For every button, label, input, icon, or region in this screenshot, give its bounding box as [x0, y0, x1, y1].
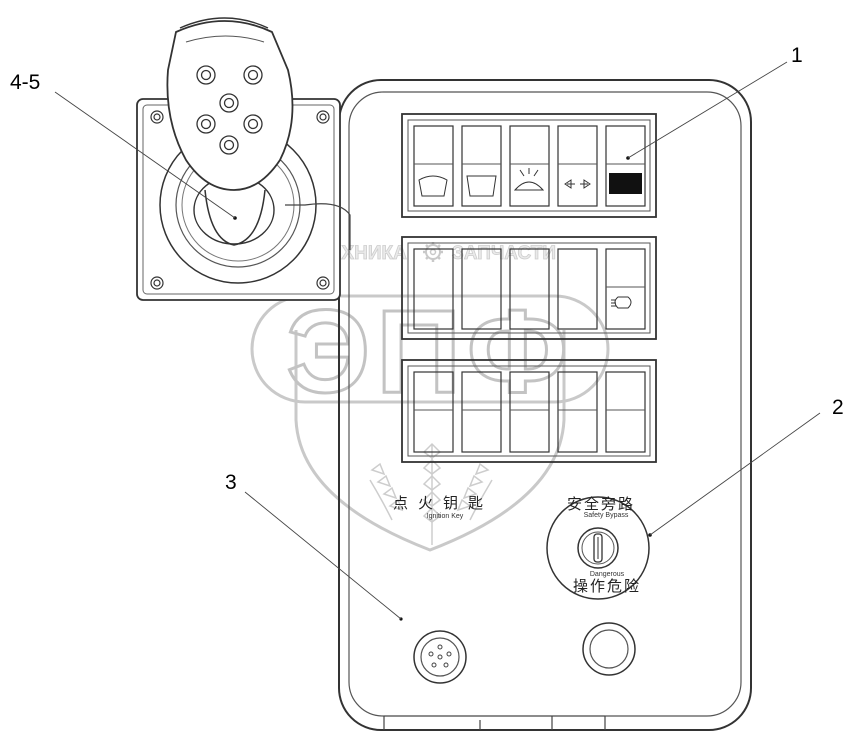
- rocker-switch-1[interactable]: [413, 125, 454, 207]
- rocker-switch-14[interactable]: [557, 371, 598, 453]
- leader-4-5: [54, 91, 236, 219]
- rocker-switch-8[interactable]: [509, 248, 550, 330]
- rocker-switch-2[interactable]: [461, 125, 502, 207]
- rocker-switch-3[interactable]: [509, 125, 550, 207]
- callout-label-3: 3: [225, 471, 237, 494]
- watermark-word-right: ЗАПЧАСТИ: [452, 243, 556, 264]
- joystick-button-4[interactable]: [196, 114, 216, 134]
- joystick-handle[interactable]: [166, 17, 294, 191]
- ignition-key-subtext: Ignition Key: [427, 513, 464, 520]
- safety-bypass-text: 安全旁路: [567, 495, 635, 513]
- rocker-switch-4[interactable]: [557, 125, 598, 207]
- dangerous-subtext: Dangerous: [590, 571, 625, 578]
- leader-2: [649, 412, 821, 536]
- washer-icon: [513, 168, 545, 191]
- callout-label-4-5: 4-5: [10, 71, 40, 94]
- rocker-switch-7[interactable]: [461, 248, 502, 330]
- rocker-switch-15[interactable]: [605, 371, 646, 453]
- ignition-key-label: 点火钥匙 Ignition Key: [393, 494, 493, 520]
- ignition-key-text: 点火钥匙: [393, 494, 493, 512]
- rocker-switch-5[interactable]: [605, 125, 646, 207]
- rocker-switch-12[interactable]: [461, 371, 502, 453]
- watermark-shield: [294, 330, 566, 552]
- rocker-switch-9[interactable]: [557, 248, 598, 330]
- headlight-icon: [611, 296, 632, 309]
- gear-icon: [423, 242, 443, 262]
- safety-bypass-subtext: Safety Bypass: [584, 512, 629, 519]
- dangerous-operation-text: 操作危险: [573, 577, 641, 595]
- windshield-wiper-icon: [418, 175, 448, 197]
- switch-bank-3: [401, 359, 657, 463]
- joystick-button-1[interactable]: [196, 65, 216, 85]
- joystick-buttons[interactable]: [196, 65, 263, 155]
- console-body: [338, 79, 752, 731]
- watermark-band: [250, 294, 610, 404]
- callout-leaders: [54, 61, 821, 620]
- connector-pins: [428, 644, 452, 668]
- rocker-switch-6[interactable]: [413, 248, 454, 330]
- mount-screws: [150, 110, 330, 290]
- round-connector[interactable]: [399, 617, 467, 684]
- rocker-switch-10[interactable]: [605, 248, 646, 330]
- switch-bank-2: [401, 236, 657, 340]
- leader-1: [627, 61, 788, 159]
- rocker-switch-11[interactable]: [413, 371, 454, 453]
- rear-window-icon: [466, 175, 497, 197]
- joystick-button-6[interactable]: [219, 135, 239, 155]
- watermark-big-text: ЭПФ: [286, 286, 573, 418]
- key-slot: [593, 533, 603, 563]
- watermark: ЭПФ ТЕХНИКА ЗАПЧАСТИ: [250, 242, 610, 552]
- joystick-button-5[interactable]: [243, 114, 263, 134]
- round-plug[interactable]: [582, 622, 636, 676]
- joystick-assembly: [136, 17, 351, 301]
- joystick-button-2[interactable]: [243, 65, 263, 85]
- joystick-button-3[interactable]: [219, 93, 239, 113]
- callout-label-1: 1: [791, 44, 803, 67]
- rocker-switch-13[interactable]: [509, 371, 550, 453]
- turn-signal-icon: [564, 179, 591, 189]
- switch-bank-1: [401, 113, 657, 218]
- safety-bypass-key-switch[interactable]: 安全旁路 Safety Bypass Dangerous 操作危险: [546, 495, 652, 600]
- leader-3: [244, 491, 402, 620]
- indicator-block: [609, 173, 642, 194]
- callout-label-2: 2: [832, 396, 844, 419]
